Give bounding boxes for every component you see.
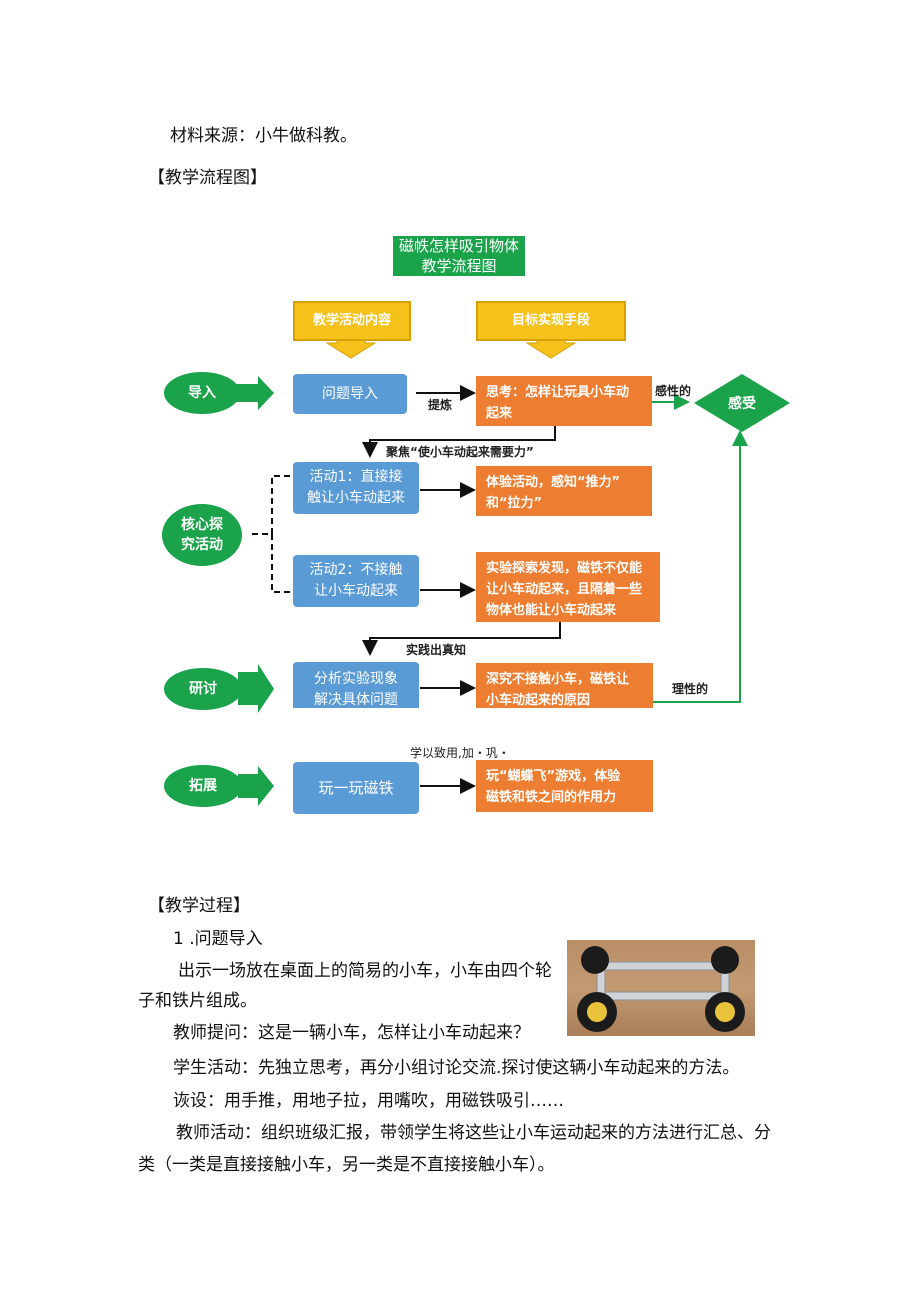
flowchart-title-line2: 教学流程图 bbox=[393, 256, 525, 276]
paragraph-student-activity: 学生活动：先独立思考，再分小组讨论交流.探讨使这辆小车动起来的方法。 bbox=[173, 1058, 740, 1078]
paragraph-teacher-question: 教师提问：这是一辆小车，怎样让小车动起来？ bbox=[173, 1023, 530, 1043]
box-question-intro: 问题导入 bbox=[293, 374, 407, 414]
box-activity-1: 活动1：直接接 触让小车动起来 bbox=[293, 462, 419, 514]
experience-line1: 体验活动，感知“推力” bbox=[486, 475, 621, 490]
section-heading-process: 【教学过程】 bbox=[148, 896, 250, 916]
box-activity-2: 活动2：不接触 让小车动起来 bbox=[293, 555, 419, 607]
game-line1: 玩“蝴蝶飞”游戏，体验 bbox=[486, 769, 621, 784]
experiment-line1: 实验探索发现，磁铁不仅能 bbox=[486, 561, 643, 576]
diamond-feel: 感受 bbox=[728, 396, 756, 412]
paragraph-show-car-line2: 子和铁片组成。 bbox=[138, 991, 257, 1011]
experiment-line2: 让小车动起来，且隔着一些 bbox=[486, 582, 643, 597]
label-refine: 提炼 bbox=[428, 398, 453, 412]
explore-line2: 小车动起来的原因 bbox=[486, 693, 591, 708]
section-heading-flowchart: 【教学流程图】 bbox=[148, 168, 267, 188]
activity-1-line1: 活动1：直接接 bbox=[309, 469, 403, 485]
flowchart-title-line1: 磁帙怎样吸引物体 bbox=[393, 236, 525, 256]
think-line2: 起来 bbox=[486, 406, 513, 421]
activity-1-line2: 触让小车动起来 bbox=[307, 490, 405, 506]
box-experience: 体验活动，感知“推力” 和“拉力” bbox=[476, 466, 652, 516]
experience-line2: 和“拉力” bbox=[486, 496, 543, 511]
box-butterfly-game: 玩“蝴蝶飞”游戏，体验 磁铁和铁之间的作用力 bbox=[476, 760, 653, 812]
item-question-intro: 1 .问题导入 bbox=[173, 929, 263, 949]
label-apply-learning: 学以致用,加・巩・ bbox=[410, 746, 510, 760]
stage-intro: 导入 bbox=[164, 372, 240, 414]
activity-2-line1: 活动2：不接触 bbox=[309, 562, 403, 578]
label-focus-force: 聚焦“使小车动起来需要力” bbox=[386, 445, 534, 459]
box-experiment: 实验探索发现，磁铁不仅能 让小车动起来，且隔着一些 物体也能让小车动起来 bbox=[476, 552, 660, 622]
header-goal-means: 目标实现手段 bbox=[476, 301, 626, 341]
paragraph-hypothesis: 诙设：用手推，用地子拉，用嘴吹，用磁铁吸引…… bbox=[173, 1091, 564, 1111]
box-explore: 深究不接触小车，磁铁让 小车动起来的原因 bbox=[476, 663, 653, 708]
header-teaching-content: 教学活动内容 bbox=[293, 301, 411, 341]
box-think: 思考：怎样让玩具小车动 起来 bbox=[476, 376, 652, 426]
analyze-line2: 解决具体问题 bbox=[314, 692, 398, 708]
paragraph-teacher-activity-line1: 教师活动：组织班级汇报，带领学生将这些让小车运动起来的方法进行汇总、分 bbox=[176, 1123, 771, 1143]
car-photo bbox=[567, 940, 755, 1036]
stage-core-line1: 核心探 bbox=[181, 517, 223, 533]
game-line2: 磁铁和铁之间的作用力 bbox=[486, 790, 617, 805]
label-perceptual: 感性的 bbox=[655, 384, 692, 398]
paragraph-teacher-activity-line2: 类（一类是直接接触小车，另一类是不直接接触小车）。 bbox=[138, 1155, 555, 1175]
explore-line1: 深究不接触小车，磁铁让 bbox=[486, 672, 630, 687]
flowchart-connectors bbox=[236, 335, 790, 806]
source-line: 材料来源：小牛做科教。 bbox=[170, 126, 357, 146]
label-rational: 理性的 bbox=[672, 682, 709, 696]
box-analyze: 分析实验现象 解决具体问题 bbox=[293, 662, 419, 708]
label-practice: 实践出真知 bbox=[406, 643, 467, 657]
toy-car-image bbox=[577, 946, 745, 1032]
activity-2-line2: 让小车动起来 bbox=[314, 583, 398, 599]
analyze-line1: 分析实验现象 bbox=[314, 671, 398, 687]
box-play-magnet: 玩一玩磁铁 bbox=[293, 762, 419, 814]
stage-core: 核心探 究活动 bbox=[162, 504, 242, 566]
stage-core-line2: 究活动 bbox=[181, 537, 223, 553]
paragraph-show-car-line1: 出示一场放在桌面上的简易的小车，小车由四个轮 bbox=[178, 961, 552, 981]
stage-extend: 拓展 bbox=[164, 765, 242, 807]
stage-discuss: 研讨 bbox=[164, 668, 242, 710]
experiment-line3: 物体也能让小车动起来 bbox=[486, 603, 617, 618]
think-line1: 思考：怎样让玩具小车动 bbox=[486, 385, 630, 400]
